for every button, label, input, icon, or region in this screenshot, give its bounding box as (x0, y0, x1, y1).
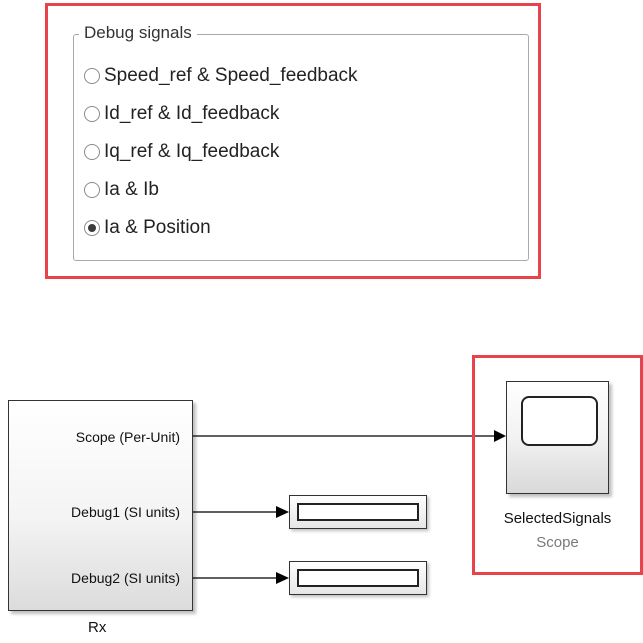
debug-signals-highlight (45, 3, 541, 279)
arrowhead-scope (494, 430, 506, 442)
radio-label: Ia & Ib (104, 179, 159, 200)
radio-option-ia-ib[interactable]: Ia & Ib (84, 178, 159, 202)
radio-button[interactable] (84, 144, 100, 160)
scope-block-name: SelectedSignals (503, 510, 612, 527)
radio-option-speed[interactable]: Speed_ref & Speed_feedback (84, 64, 358, 88)
radio-button-selected[interactable] (84, 220, 100, 236)
port-label-debug1: Debug1 (SI units) (71, 504, 180, 520)
rx-block[interactable]: Scope (Per-Unit) Debug1 (SI units) Debug… (8, 400, 193, 611)
display-value-area (297, 569, 419, 587)
scope-highlight (472, 355, 643, 575)
debug-signals-title: Debug signals (79, 22, 197, 44)
scope-screen-icon (521, 396, 598, 446)
radio-label: Iq_ref & Iq_feedback (104, 141, 280, 162)
radio-option-ia-position[interactable]: Ia & Position (84, 216, 211, 240)
port-label-debug2: Debug2 (SI units) (71, 570, 180, 586)
debug-signals-group (73, 34, 529, 261)
radio-label: Speed_ref & Speed_feedback (104, 65, 358, 86)
arrowhead-debug2 (276, 572, 289, 584)
radio-button[interactable] (84, 182, 100, 198)
radio-label: Ia & Position (104, 217, 211, 238)
port-label-scope: Scope (Per-Unit) (75, 429, 180, 445)
arrowhead-debug1 (276, 506, 289, 518)
radio-button[interactable] (84, 106, 100, 122)
scope-block-type: Scope (536, 534, 579, 551)
radio-option-id[interactable]: Id_ref & Id_feedback (84, 102, 279, 126)
display-block-debug2[interactable] (289, 561, 427, 595)
radio-button[interactable] (84, 68, 100, 84)
radio-label: Id_ref & Id_feedback (104, 103, 280, 124)
rx-block-name: Rx (88, 619, 107, 636)
radio-option-iq[interactable]: Iq_ref & Iq_feedback (84, 140, 279, 164)
display-block-debug1[interactable] (289, 495, 427, 529)
display-value-area (297, 503, 419, 521)
scope-block[interactable] (506, 381, 609, 494)
